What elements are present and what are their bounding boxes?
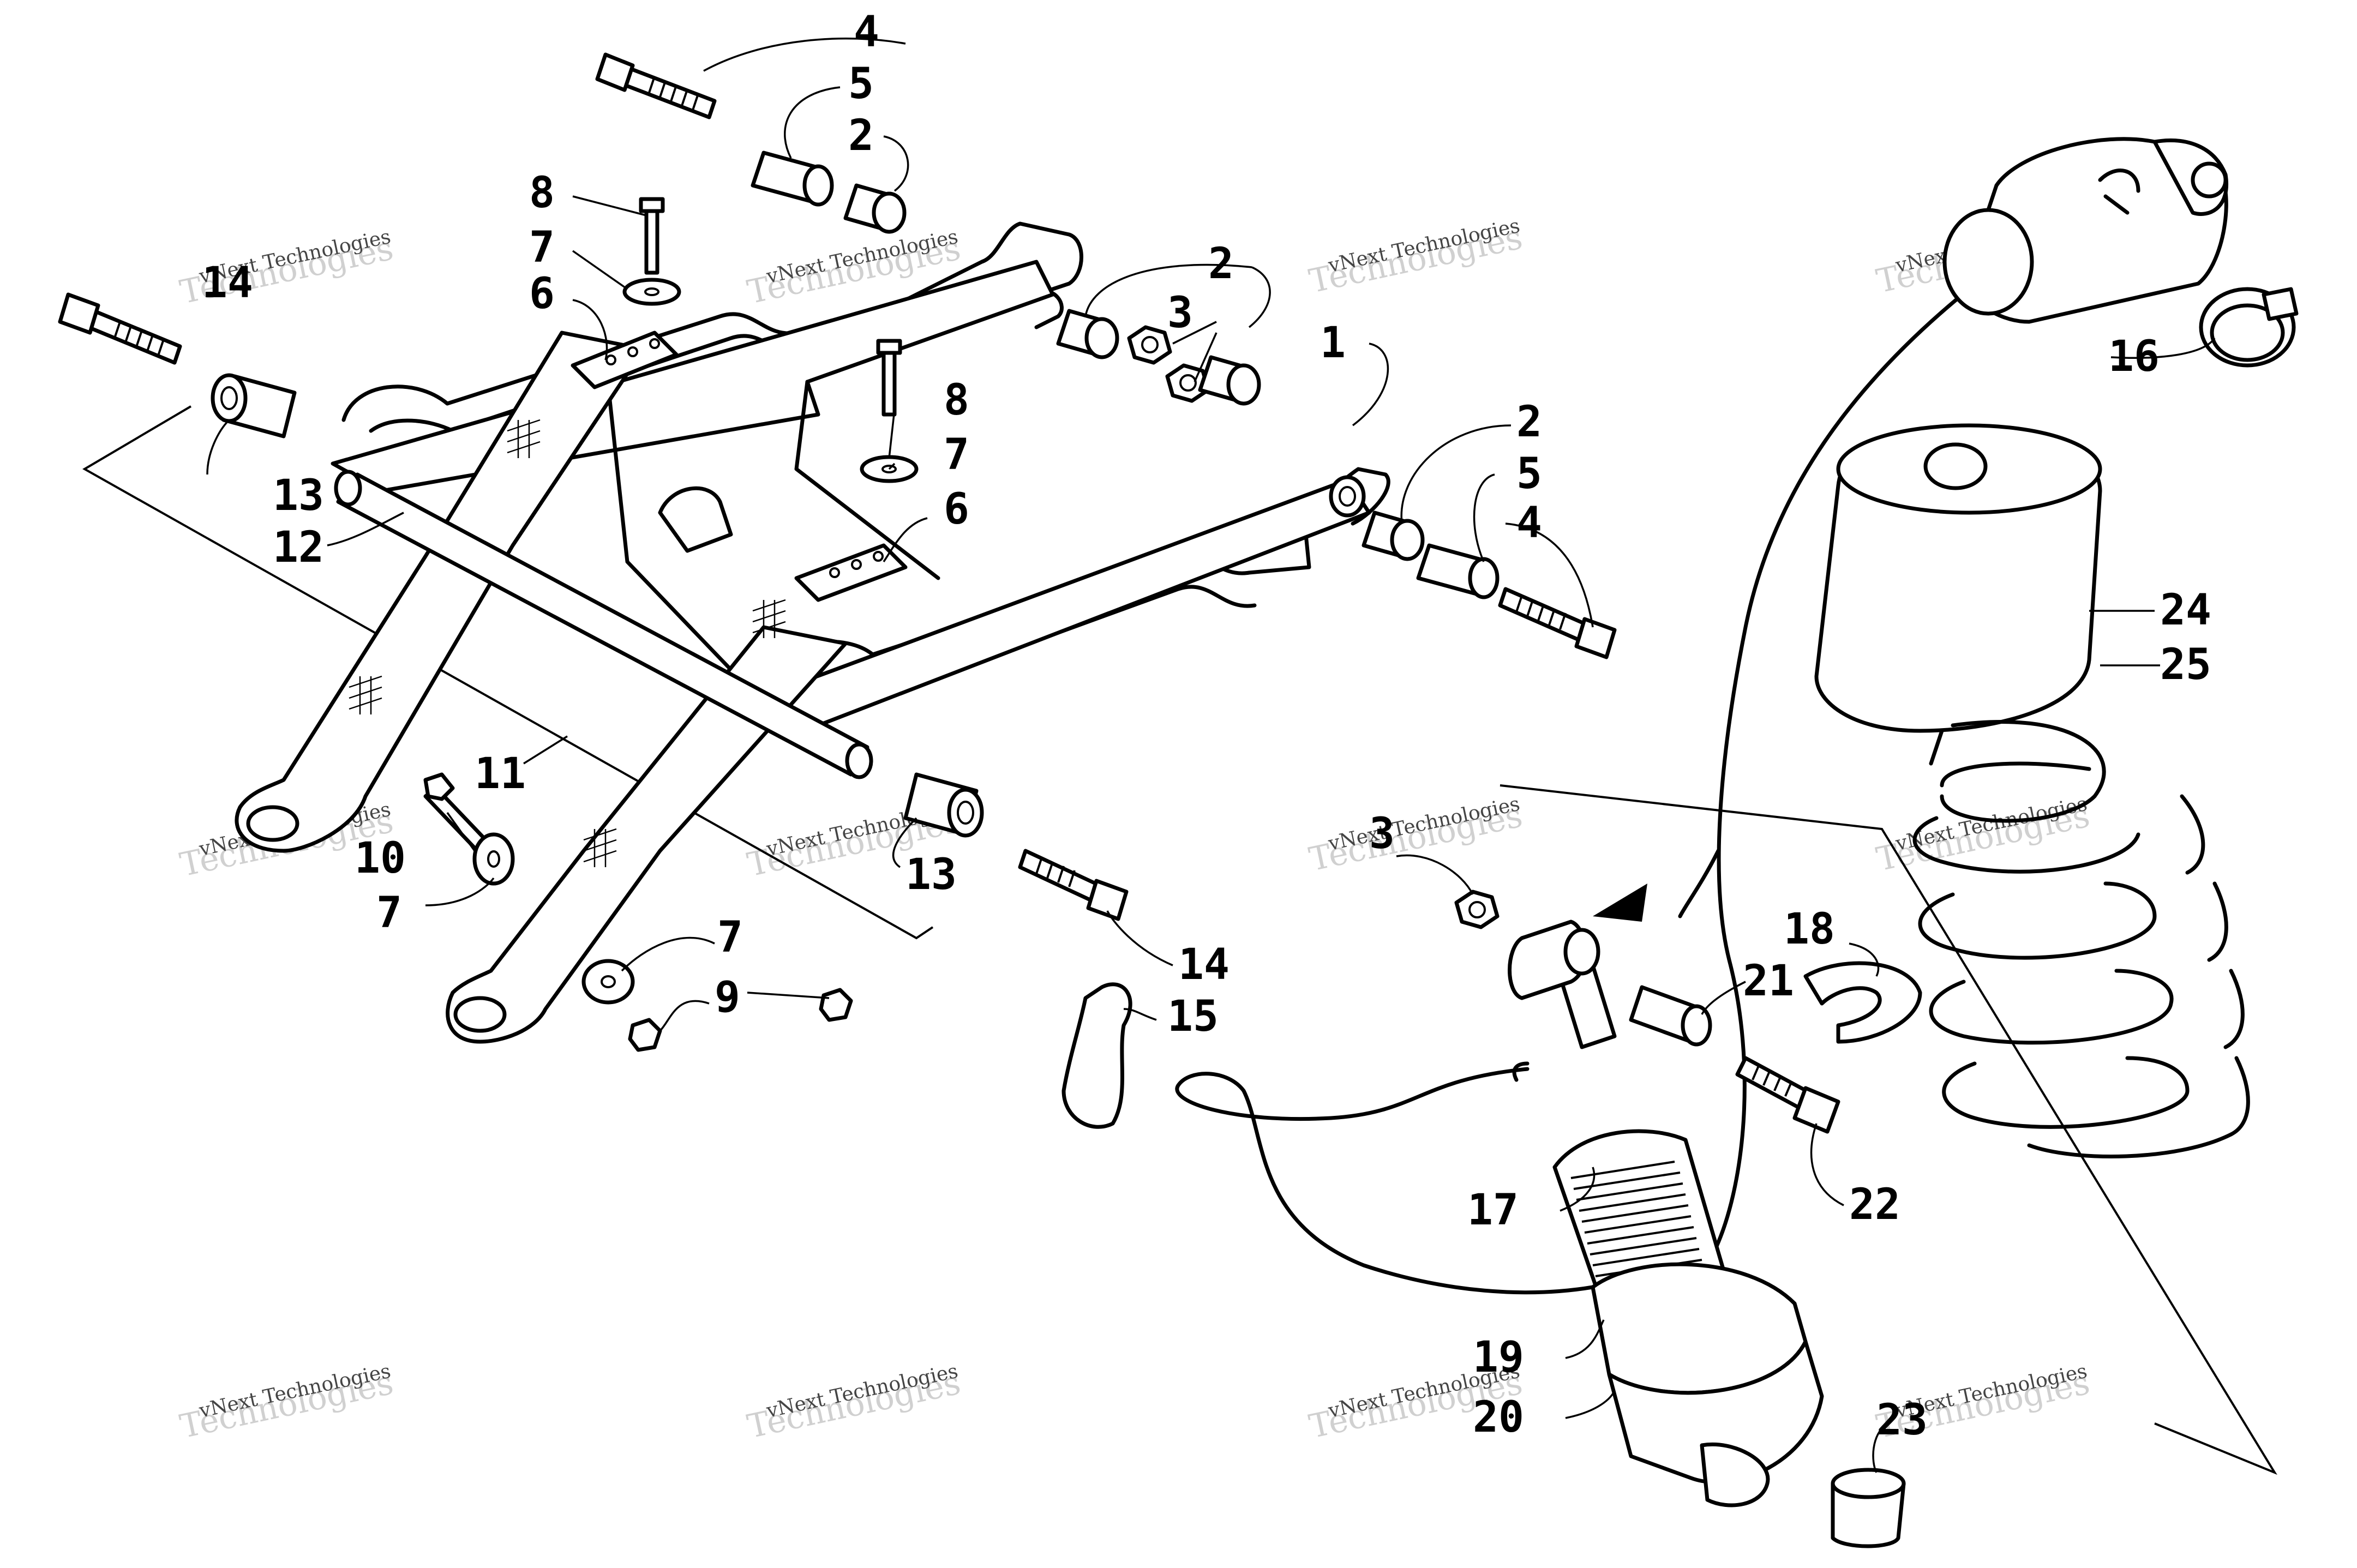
cable-clip-15 [1061, 982, 1132, 1129]
group-outlines [82, 405, 2277, 1475]
leader-lines [206, 37, 2216, 1473]
callout-8: 8 [529, 169, 555, 218]
bushing-2-right [1362, 510, 1425, 561]
callout-19: 19 [1473, 1333, 1524, 1382]
bushing-2-top [843, 183, 907, 234]
callout-7: 7 [717, 913, 743, 962]
callout-20: 20 [1473, 1393, 1524, 1442]
callout-17: 17 [1467, 1186, 1519, 1235]
callout-23: 23 [1876, 1396, 1928, 1445]
nut-9-center [819, 988, 853, 1022]
callout-11: 11 [475, 749, 526, 798]
callout-15: 15 [1167, 992, 1219, 1041]
hose-clamp-16 [2199, 287, 2299, 368]
boot-24 [1814, 423, 2102, 733]
callout-4: 4 [854, 8, 879, 57]
callout-9: 9 [715, 973, 740, 1022]
callout-6: 6 [529, 269, 555, 319]
callout-5: 5 [848, 59, 874, 109]
watermark: Technologies vNext Technologies [177, 1360, 397, 1446]
spacer-5-top [751, 151, 834, 207]
bushing-23 [1831, 1468, 1906, 1548]
callout-8: 8 [944, 376, 969, 425]
callout-5: 5 [1516, 449, 1542, 498]
callout-25: 25 [2160, 640, 2211, 689]
shock-absorber [1508, 920, 1824, 1507]
bolt-22 [1735, 1056, 1840, 1134]
main-hose [1678, 287, 1971, 1257]
lower-rail-beam [756, 478, 1371, 728]
reservoir-hose [1175, 1061, 1595, 1295]
bolt-8-upper [639, 197, 665, 275]
bolt-14-right [1018, 849, 1129, 921]
callout-13: 13 [905, 850, 957, 899]
spacer-21 [1629, 985, 1712, 1047]
bushing-13-left [211, 373, 297, 438]
bolt-4-right [1498, 587, 1617, 659]
washer-7-arm [472, 832, 515, 886]
suspension-arms [235, 331, 848, 1044]
hatch-marks [349, 419, 786, 867]
bolt-14-left [58, 292, 182, 365]
callout-6: 6 [944, 485, 969, 534]
washer-7-rear [581, 959, 635, 1005]
callout-1: 1 [1320, 319, 1346, 368]
bushing-2-center [1198, 355, 1261, 406]
callout-13: 13 [273, 471, 324, 520]
callout-3: 3 [1369, 809, 1395, 858]
callout-21: 21 [1743, 957, 1794, 1006]
coil-spring-25 [1912, 720, 2250, 1158]
callout-7: 7 [376, 888, 402, 938]
callout-18: 18 [1784, 905, 1835, 954]
callout-2: 2 [1516, 398, 1542, 447]
nut-9-arm [628, 1018, 662, 1052]
callout-2: 2 [848, 111, 874, 160]
callout-24: 24 [2160, 586, 2211, 635]
bushing-1-end [1329, 475, 1366, 518]
watermark: Technologies vNext Technologies [744, 1360, 964, 1446]
nut-3-shock [1454, 890, 1500, 929]
direction-arrow [1593, 884, 1647, 922]
callouts: 4 5 2 8 7 6 14 13 12 2 3 1 8 7 6 2 5 4 1… [202, 8, 2211, 1445]
callout-14: 14 [1178, 940, 1230, 989]
center-tab [658, 486, 733, 553]
callout-3: 3 [1167, 289, 1193, 338]
callout-22: 22 [1849, 1180, 1900, 1229]
callout-10: 10 [355, 834, 406, 883]
clip-18 [1803, 961, 1922, 1044]
bolt-8-lower [876, 339, 902, 417]
rear-arm [446, 625, 848, 1044]
callout-2: 2 [1208, 239, 1234, 289]
shock-eye-bottom [1700, 1443, 1770, 1507]
front-arm [235, 331, 646, 853]
bushing-2-mid [1056, 309, 1119, 359]
callout-7: 7 [529, 223, 555, 272]
callout-7: 7 [944, 430, 969, 479]
callout-16: 16 [2108, 332, 2160, 381]
callout-12: 12 [273, 523, 324, 572]
washer-7-upper [622, 278, 681, 306]
bushing-13-right [903, 772, 984, 838]
brackets [571, 331, 908, 602]
bolt-10 [423, 772, 493, 856]
watermark: Technologies vNext Technologies [1306, 792, 1526, 879]
reservoir [1942, 137, 2228, 324]
lower-bracket [794, 543, 908, 602]
left-group-outline [82, 405, 934, 940]
callout-4: 4 [1516, 498, 1542, 548]
nut-3-top [1127, 325, 1172, 365]
bolt-4-top [595, 52, 717, 119]
right-group-outline [1500, 784, 2277, 1475]
watermark: Technologies vNext Technologies [1306, 214, 1526, 301]
cross-shaft [334, 470, 873, 779]
spacer-5-right [1416, 543, 1500, 599]
callout-14: 14 [202, 259, 253, 308]
